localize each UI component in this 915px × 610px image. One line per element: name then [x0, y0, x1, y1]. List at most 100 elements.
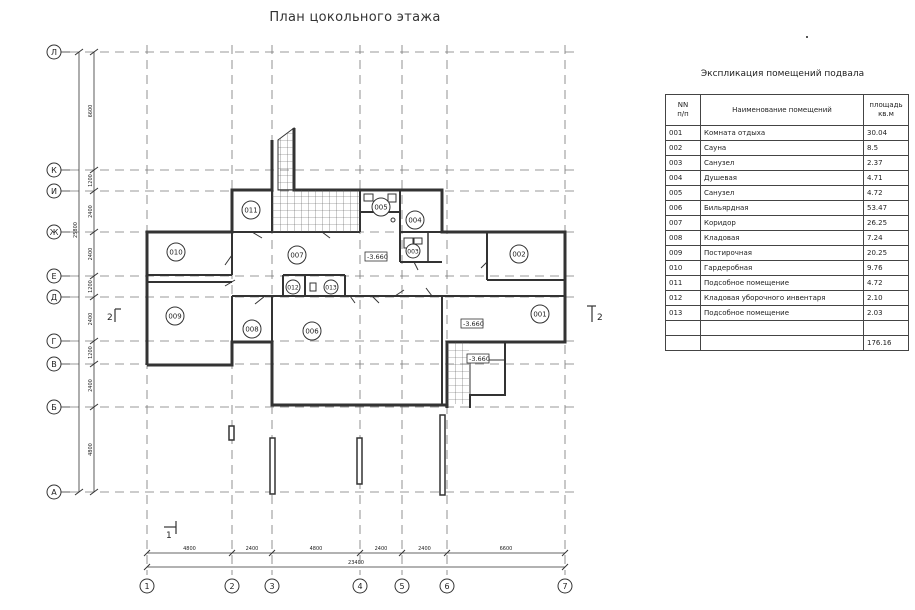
door-010: [224, 254, 233, 266]
axis-label-А: А: [51, 488, 57, 497]
cell-area: 2.10: [863, 290, 909, 306]
dim-left-value-5: 2400: [88, 313, 94, 326]
dim-left-tick-6: [89, 337, 99, 345]
cell-name: Постирочная: [700, 245, 864, 261]
axis-label-6: 6: [444, 582, 449, 591]
dim-left-value-4: 1200: [88, 280, 94, 293]
cell-num: 010: [665, 260, 701, 276]
toilet-005: [363, 193, 374, 202]
cell-num: 007: [665, 215, 701, 231]
header-name: Наименование помещений: [700, 94, 864, 126]
cell-blank: [665, 335, 701, 351]
room-marker-012: [285, 279, 301, 295]
section-marks: 2 2 1: [107, 305, 603, 541]
door-006b: [371, 295, 380, 304]
cell-name: Санузел: [700, 185, 864, 201]
dim-bottom-value-1: 2400: [246, 546, 259, 552]
cell-area: 4.72: [863, 185, 909, 201]
door-007: [321, 231, 331, 239]
door-011: [251, 231, 263, 239]
axis-label-Г: Г: [52, 337, 57, 346]
cell-area: 8.5: [863, 140, 909, 156]
dim-left-tick-5: [89, 293, 99, 301]
cell-area: 4.72: [863, 275, 909, 291]
level-marks: -3.660 -3.660 -3.660: [364, 251, 490, 364]
column-1: [269, 437, 276, 495]
room-label-001: 001: [533, 311, 546, 319]
cell-area: 20.25: [863, 245, 909, 261]
room-marker-005: [371, 197, 391, 217]
wall-outer-left: [145, 140, 274, 365]
cell-num: 012: [665, 290, 701, 306]
room-marker-009: [165, 306, 185, 326]
cell-name: Гардеробная: [700, 260, 864, 276]
total-area: 176.16: [863, 335, 909, 351]
door-007b: [394, 289, 405, 297]
dim-left-tick-2: [89, 187, 99, 195]
room-label-007: 007: [290, 252, 303, 260]
tile-hatch-stair: [447, 342, 469, 404]
level-box-1: [364, 251, 388, 262]
axis-bubble-num-1: [224, 578, 240, 594]
cell-num: 011: [665, 275, 701, 291]
cell-num: 003: [665, 155, 701, 171]
wall-bottom: [147, 340, 447, 407]
section-mark-right: 2: [597, 313, 603, 323]
dim-bottom-value-3: 2400: [375, 546, 388, 552]
cell-area: 2.37: [863, 155, 909, 171]
cell-num: 001: [665, 125, 701, 141]
axis-bubble-num-6: [557, 578, 573, 594]
level-mark-1: -3.660: [367, 253, 388, 261]
column-3: [439, 414, 446, 496]
room-label-010: 010: [169, 249, 182, 257]
dim-bottom-tick-2: [268, 549, 276, 557]
drawing-title: План цокольного этажа: [269, 10, 441, 25]
cell-name: Подсобное помещение: [700, 305, 864, 321]
table-row-blank: [665, 320, 909, 336]
room-marker-013: [323, 279, 339, 295]
room-marker-007: [287, 245, 307, 265]
dim-bottom-value-5: 6600: [500, 546, 513, 552]
axis-label-К: К: [51, 166, 57, 175]
room-label-012: 012: [287, 285, 299, 292]
axis-label-4: 4: [357, 582, 362, 591]
dim-bottom-total-tick-r: [561, 563, 569, 571]
level-mark-3: -3.660: [469, 355, 490, 363]
dim-bottom-tick-4: [398, 549, 406, 557]
room-marker-006: [302, 321, 322, 341]
cell-area: 26.25: [863, 215, 909, 231]
axis-label-2: 2: [229, 582, 234, 591]
cell-num: 002: [665, 140, 701, 156]
room-marker-008: [242, 319, 262, 339]
axis-label-5: 5: [399, 582, 404, 591]
table-header-row: NN п/п Наименование помещений площадь кв…: [665, 94, 909, 126]
dim-total-tick-top: [74, 48, 84, 56]
dim-left-value-7: 2400: [88, 379, 94, 392]
level-box-3: [466, 353, 490, 364]
room-marker-010: [166, 242, 186, 262]
dim-left-value-8: 4800: [88, 443, 94, 456]
room-label-004: 004: [408, 217, 422, 225]
axis-bubble-num-3: [352, 578, 368, 594]
door-003: [413, 261, 419, 271]
dim-left-tick-3: [89, 228, 99, 236]
room-label-003: 003: [407, 249, 419, 256]
column-small: [228, 425, 235, 441]
axis-label-Е: Е: [51, 272, 56, 281]
dim-bottom-tick-3: [356, 549, 364, 557]
door-009: [224, 279, 236, 287]
axis-label-7: 7: [562, 582, 567, 591]
cell-area: 30.04: [863, 125, 909, 141]
fixture-013: [309, 282, 317, 292]
dim-left-value-2: 2400: [88, 205, 94, 218]
dim-left-tick-0: [89, 48, 99, 56]
room-marker-003: [405, 243, 421, 259]
wall-shaft-right: [292, 128, 360, 192]
axis-bubble-num-2: [264, 578, 280, 594]
